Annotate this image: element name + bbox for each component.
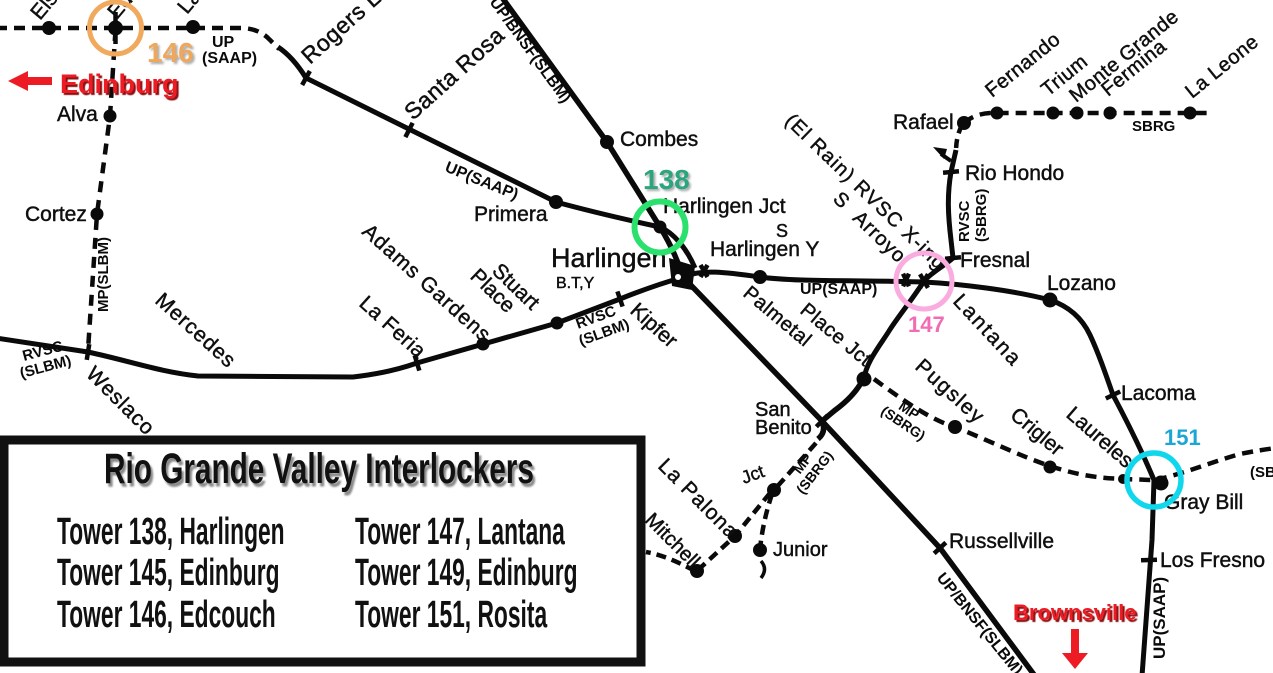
svg-text:147: 147: [908, 312, 945, 337]
svg-text:UP(SAAP): UP(SAAP): [800, 281, 877, 298]
svg-text:Harlingen Y: Harlingen Y: [710, 238, 819, 261]
svg-text:Los Fresno: Los Fresno: [1160, 549, 1265, 572]
svg-text:MP(SLBM): MP(SLBM): [95, 237, 112, 312]
svg-text:Lozano: Lozano: [1047, 272, 1116, 295]
svg-text:Rafael: Rafael: [893, 111, 954, 134]
svg-text:UP: UP: [212, 34, 235, 51]
svg-text:138: 138: [643, 164, 690, 195]
svg-text:Benito: Benito: [755, 417, 812, 439]
svg-text:San: San: [755, 399, 791, 421]
svg-text:Edinburg: Edinburg: [60, 69, 178, 99]
svg-text:SBRG: SBRG: [1132, 118, 1175, 135]
svg-text:Primera: Primera: [474, 203, 548, 226]
svg-text:S: S: [776, 221, 788, 241]
svg-text:Harlingen: Harlingen: [551, 243, 667, 273]
svg-text:Harlingen Jct: Harlingen Jct: [663, 195, 786, 218]
svg-text:(SB: (SB: [1250, 464, 1273, 481]
svg-text:Junior: Junior: [773, 539, 828, 561]
svg-text:151: 151: [1164, 425, 1201, 450]
svg-text:Lacoma: Lacoma: [1121, 382, 1196, 405]
svg-text:Rio Grande Valley Interlockers: Rio Grande Valley Interlockers: [104, 445, 534, 493]
svg-text:Combes: Combes: [620, 128, 698, 151]
svg-text:RVSC: RVSC: [956, 200, 973, 242]
svg-text:Rio Hondo: Rio Hondo: [965, 162, 1064, 185]
svg-text:Alva: Alva: [57, 103, 98, 126]
svg-text:Tower 149, Edinburg: Tower 149, Edinburg: [355, 551, 577, 593]
svg-text:UP(SAAP): UP(SAAP): [1150, 577, 1169, 659]
svg-text:Tower 138, Harlingen: Tower 138, Harlingen: [57, 510, 285, 552]
svg-text:Russellville: Russellville: [949, 530, 1054, 553]
svg-text:146: 146: [147, 37, 194, 68]
svg-text:Tower 151, Rosita: Tower 151, Rosita: [355, 593, 548, 635]
svg-text:Cortez: Cortez: [25, 203, 87, 226]
svg-text:(SBRG): (SBRG): [973, 189, 990, 242]
svg-text:Brownsville: Brownsville: [1013, 600, 1136, 625]
svg-text:Fresnal: Fresnal: [960, 249, 1030, 272]
svg-text:Gray Bill: Gray Bill: [1164, 491, 1243, 514]
svg-text:(SAAP): (SAAP): [202, 50, 257, 67]
svg-text:Tower 145, Edinburg: Tower 145, Edinburg: [57, 551, 279, 593]
svg-text:B.T,Y: B.T,Y: [556, 275, 595, 292]
svg-text:Tower 147, Lantana: Tower 147, Lantana: [355, 510, 565, 552]
svg-text:Tower 146, Edcouch: Tower 146, Edcouch: [57, 593, 276, 635]
